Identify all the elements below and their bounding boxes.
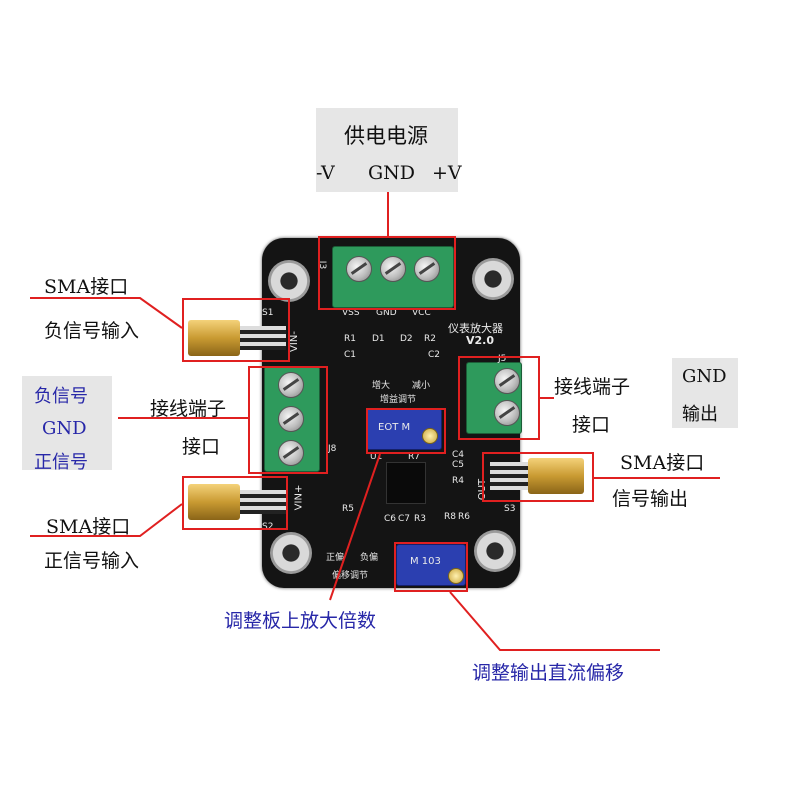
sma-output-connector[interactable] xyxy=(528,458,584,494)
silk-offset-adj: 偏移调节 xyxy=(332,571,369,581)
right-terminal-port: 接口 xyxy=(572,414,611,436)
silk-d1: D1 xyxy=(372,334,385,344)
power-neg-label: -V xyxy=(316,162,335,184)
silk-s2: S2 xyxy=(262,522,274,532)
silk-c2: C2 xyxy=(428,350,441,360)
line-sma-neg xyxy=(30,297,183,329)
sma-pos-title: SMA接口 xyxy=(46,516,131,538)
line-offset-pot xyxy=(449,591,660,651)
silk-c4: C4 xyxy=(452,450,465,460)
sma-neg-highlight xyxy=(182,298,290,362)
silk-r8: R8 xyxy=(444,512,456,522)
power-screw-1 xyxy=(346,256,372,282)
sma-neg-pins xyxy=(240,326,286,350)
gain-pot-highlight xyxy=(366,408,446,454)
input-terminal-highlight xyxy=(248,366,328,474)
left-terminal-port: 接口 xyxy=(182,436,221,458)
signal-gnd-label: GND xyxy=(42,418,87,439)
output-signal-label: 输出 xyxy=(682,404,718,425)
offset-adjust-label: 调整输出直流偏移 xyxy=(472,662,625,684)
silk-c6: C6 xyxy=(384,514,397,524)
power-screw-2 xyxy=(380,256,406,282)
silk-s1: S1 xyxy=(262,308,274,318)
silk-pot1: EOT M xyxy=(378,422,411,433)
offset-pot-highlight xyxy=(394,542,468,592)
sma-pos-pins xyxy=(240,490,286,514)
sma-neg-desc: 负信号输入 xyxy=(44,320,140,342)
silk-gain-dec: 减小 xyxy=(412,381,431,391)
output-screw-1 xyxy=(494,368,520,394)
signal-pos-label: 正信号 xyxy=(34,452,88,473)
silk-c5: C5 xyxy=(452,460,465,470)
silk-offset-pos: 正偏 xyxy=(326,553,345,563)
silk-offset-neg: 负偏 xyxy=(360,553,379,563)
pcb-board: J3 VSS GND VCC 仪表放大器 V2.0 R1 D1 D2 R2 C1… xyxy=(262,238,522,588)
sma-out-title: SMA接口 xyxy=(620,452,705,474)
signal-label-bg xyxy=(22,376,112,470)
power-label-bg xyxy=(316,108,458,192)
sma-neg-input-connector[interactable] xyxy=(188,320,240,356)
input-screw-3 xyxy=(278,440,304,466)
silk-j5: J5 xyxy=(498,354,507,364)
silk-gain-adj: 增益调节 xyxy=(380,395,417,405)
power-terminal-highlight xyxy=(318,236,456,310)
silk-r5: R5 xyxy=(342,504,354,514)
ic-u1 xyxy=(386,462,426,504)
gain-pot-knob[interactable] xyxy=(422,428,438,444)
sma-output-highlight xyxy=(482,452,594,502)
silk-r6: R6 xyxy=(458,512,470,522)
silk-r2: R2 xyxy=(424,334,436,344)
silk-gain-inc: 增大 xyxy=(372,381,391,391)
output-screw-2 xyxy=(494,400,520,426)
silk-s3: S3 xyxy=(504,504,516,514)
power-pos-label: +V xyxy=(432,162,462,184)
silk-r4: R4 xyxy=(452,476,464,486)
power-screw-3 xyxy=(414,256,440,282)
silk-j8: J8 xyxy=(328,444,337,454)
output-terminal-highlight xyxy=(458,356,540,440)
output-gnd-label: GND xyxy=(682,366,727,387)
silk-pot2: M 103 xyxy=(410,556,441,567)
mount-hole-tl xyxy=(268,260,310,302)
power-gnd-label: GND xyxy=(368,162,416,184)
sma-output-pins xyxy=(490,462,528,490)
power-title: 供电电源 xyxy=(344,124,428,148)
mount-hole-br xyxy=(474,530,516,572)
signal-neg-label: 负信号 xyxy=(34,386,88,407)
silk-board-name: 仪表放大器 xyxy=(448,322,503,335)
silk-c1: C1 xyxy=(344,350,357,360)
gain-adjust-label: 调整板上放大倍数 xyxy=(224,610,377,632)
line-gain-pot xyxy=(329,453,381,601)
line-sma-pos xyxy=(30,503,183,537)
silk-vcc: VCC xyxy=(412,308,431,318)
sma-neg-title: SMA接口 xyxy=(44,276,129,298)
silk-u1: U1 xyxy=(370,452,383,462)
silk-c7: C7 xyxy=(398,514,411,524)
silk-r1: R1 xyxy=(344,334,356,344)
sma-pos-desc: 正信号输入 xyxy=(44,550,140,572)
output-label-bg xyxy=(672,358,738,428)
silk-gnd: GND xyxy=(376,308,397,318)
sma-out-desc: 信号输出 xyxy=(612,488,689,510)
input-screw-2 xyxy=(278,406,304,432)
silk-r7: R7 xyxy=(408,452,420,462)
sma-pos-input-connector[interactable] xyxy=(188,484,240,520)
mount-hole-tr xyxy=(472,258,514,300)
silk-vss: VSS xyxy=(342,308,360,318)
input-screw-1 xyxy=(278,372,304,398)
silk-r3: R3 xyxy=(414,514,426,524)
left-terminal-title: 接线端子 xyxy=(150,398,227,420)
offset-pot-knob[interactable] xyxy=(448,568,464,584)
sma-pos-highlight xyxy=(182,476,288,530)
mount-hole-bl xyxy=(270,532,312,574)
silk-d2: D2 xyxy=(400,334,413,344)
right-terminal-title: 接线端子 xyxy=(554,376,631,398)
silk-version: V2.0 xyxy=(466,334,494,347)
